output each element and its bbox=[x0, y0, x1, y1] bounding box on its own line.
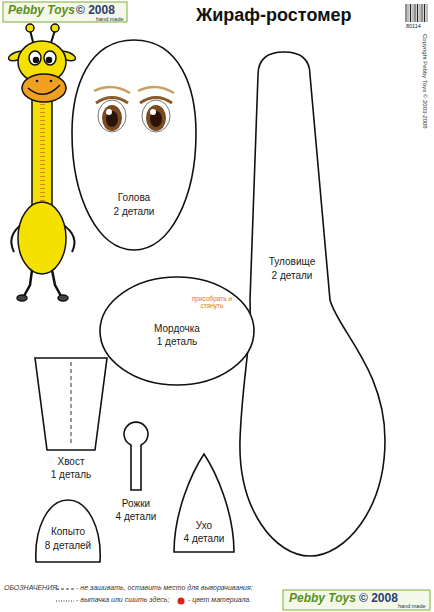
cut-line bbox=[240, 52, 385, 556]
body-piece: Туловище 2 детали bbox=[238, 50, 388, 558]
sewing-note: присобрать и стянуть bbox=[186, 295, 238, 310]
pattern-outline bbox=[238, 50, 388, 558]
sheet-title: Жираф-ростомер bbox=[196, 5, 352, 26]
legend-text: - не зашивать, оставить место для вывора… bbox=[76, 584, 253, 592]
legend-text: - вытачка или сшить здесь; bbox=[76, 596, 169, 604]
eye-picture bbox=[138, 87, 174, 132]
brand-note: hand made bbox=[96, 16, 124, 22]
cut-line bbox=[35, 358, 107, 450]
hoof-piece: Копыто 8 деталей bbox=[32, 498, 104, 564]
piece-name: Рожки bbox=[101, 498, 171, 510]
article-number: 80114 bbox=[406, 23, 421, 29]
logo-frame bbox=[3, 2, 127, 22]
piece-count: 2 детали bbox=[70, 206, 198, 218]
piece-count: 1 деталь bbox=[32, 469, 110, 481]
piece-name: Хвост bbox=[32, 456, 110, 468]
copyright-year: © 2008 bbox=[76, 4, 115, 18]
piece-name: Голова bbox=[70, 192, 198, 204]
muzzle-piece: Мордочка1 деталь bbox=[98, 275, 256, 387]
legend-sample bbox=[56, 601, 74, 602]
cut-line bbox=[72, 40, 196, 250]
giraffe-illustration bbox=[7, 24, 77, 301]
legend-text: - цвет материала. bbox=[188, 596, 251, 604]
piece-count: 2 детали bbox=[242, 270, 342, 282]
fold-line bbox=[71, 362, 72, 446]
eye-picture bbox=[94, 87, 130, 132]
brand-name: Pebby Toys bbox=[8, 4, 75, 18]
brand-note: hand made bbox=[398, 603, 426, 609]
piece-name: Копыто bbox=[32, 526, 104, 538]
horn-piece: Рожки4 детали bbox=[110, 420, 162, 530]
piece-name: Мордочка bbox=[98, 323, 256, 335]
ear-piece: Ухо4 детали bbox=[172, 452, 236, 556]
legend-heading: ОБОЗНАЧЕНИЯ: bbox=[4, 584, 59, 592]
piece-name: Ухо bbox=[172, 520, 236, 532]
cut-line bbox=[124, 422, 148, 490]
piece-count: 4 детали bbox=[101, 511, 171, 523]
tail-piece: Хвост1 деталь bbox=[32, 356, 110, 484]
barcode bbox=[406, 4, 427, 22]
logo-frame bbox=[283, 590, 430, 610]
piece-name: Туловище bbox=[242, 256, 342, 268]
pattern-outline bbox=[70, 38, 198, 252]
head-piece: Голова 2 детали bbox=[70, 38, 198, 252]
brand-name: Pebby Toys bbox=[289, 592, 356, 606]
piece-count: 8 деталей bbox=[32, 540, 104, 552]
copyright-note: Copyright Pebby Toys © 2003-2008 bbox=[421, 34, 428, 129]
piece-count: 4 детали bbox=[172, 533, 236, 545]
legend-swatch bbox=[178, 598, 185, 605]
copyright-year: © 2008 bbox=[359, 592, 398, 606]
piece-count: 1 деталь bbox=[98, 336, 256, 348]
